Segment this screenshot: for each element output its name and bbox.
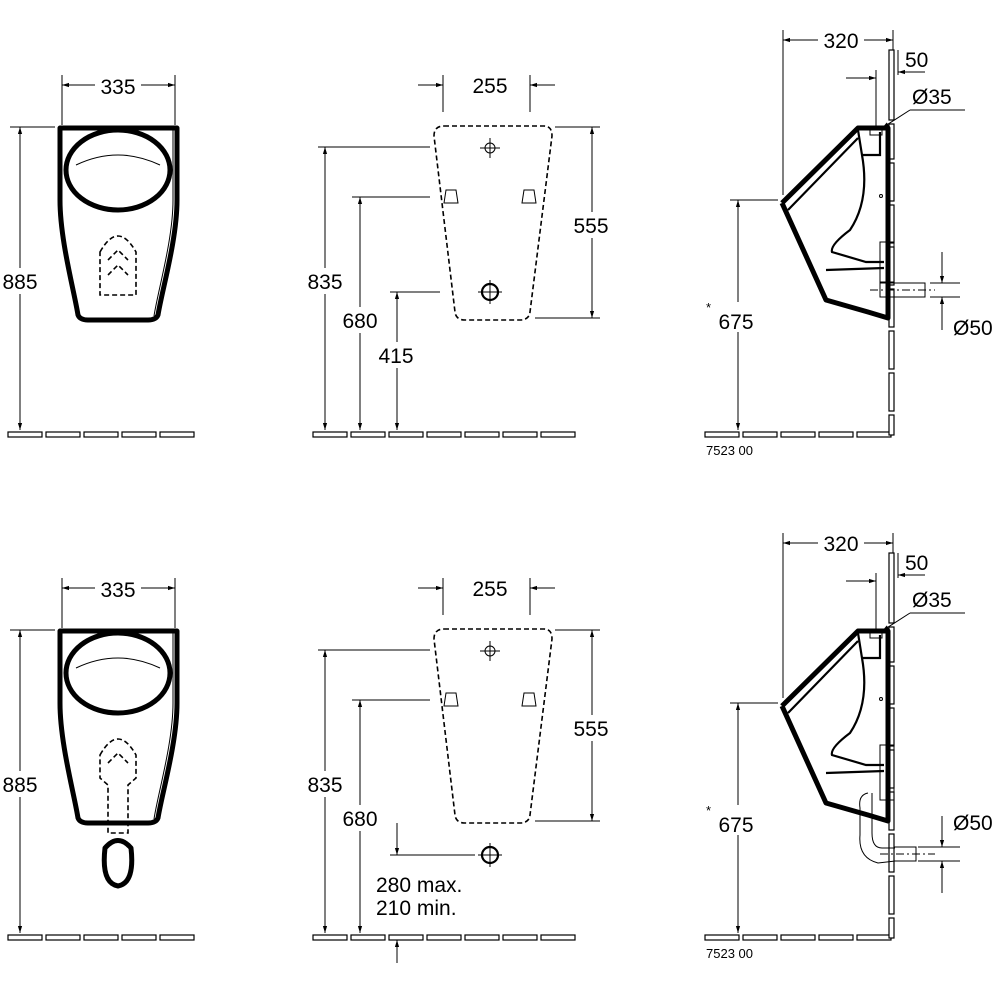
floor xyxy=(312,934,576,941)
width-label: 335 xyxy=(100,76,135,99)
height-680-label: 680 xyxy=(342,310,377,333)
mounting-template-view: 255 555 835 680 280 max. 210 min. xyxy=(304,578,614,963)
inlet-diameter-label: Ø35 xyxy=(912,86,952,109)
bottom-row: 335 885 255 555 835 680 280 max. 210 min… xyxy=(0,532,993,963)
floor xyxy=(7,431,195,438)
front-view: 335 885 xyxy=(0,74,195,438)
outlet-diameter-label: Ø50 xyxy=(953,317,993,340)
floor-and-wall xyxy=(704,49,895,438)
template-height-label: 555 xyxy=(573,718,608,741)
asterisk-note: * xyxy=(706,803,711,818)
template-height-label: 555 xyxy=(573,215,608,238)
floor xyxy=(7,934,195,941)
urinal-front-outline xyxy=(57,125,180,323)
outlet-hidden xyxy=(99,235,137,296)
height-680-label: 680 xyxy=(342,808,377,831)
height-label: 885 xyxy=(2,774,37,797)
rim-height-label: 675 xyxy=(718,311,753,334)
rim-height-label: 675 xyxy=(718,814,753,837)
side-view: 320 50 Ø35 * 675 Ø50 7523 00 xyxy=(704,29,993,458)
height-label: 885 xyxy=(2,271,37,294)
template-width-label: 255 xyxy=(472,75,507,98)
height-415-label: 415 xyxy=(378,345,413,368)
side-view: 320 50 Ø35 * 675 Ø50 7523 00 xyxy=(704,532,993,961)
urinal-bowl xyxy=(63,127,173,213)
mounting-template-view: 255 555 835 680 415 xyxy=(304,75,614,438)
article-code: 7523 00 xyxy=(706,443,753,458)
outlet-diameter-label: Ø50 xyxy=(953,812,993,835)
wall-offset-label: 50 xyxy=(905,49,928,72)
width-label: 335 xyxy=(100,579,135,602)
top-row: 335 885 255 555 835 680 415 xyxy=(0,29,993,458)
front-view: 335 885 xyxy=(0,577,195,941)
height-min-label: 210 min. xyxy=(376,897,457,920)
floor xyxy=(312,431,576,438)
floor-and-wall xyxy=(704,552,895,941)
template-width-label: 255 xyxy=(472,578,507,601)
height-835-label: 835 xyxy=(307,774,342,797)
template-outline xyxy=(433,125,553,321)
asterisk-note: * xyxy=(706,300,711,315)
wall-offset-label: 50 xyxy=(905,552,928,575)
siphon-pipe xyxy=(859,792,896,864)
height-max-label: 280 max. xyxy=(376,874,462,897)
depth-label: 320 xyxy=(823,533,858,556)
height-835-label: 835 xyxy=(307,271,342,294)
depth-label: 320 xyxy=(823,30,858,53)
inlet-diameter-label: Ø35 xyxy=(912,589,952,612)
siphon-trap xyxy=(101,838,135,889)
urinal-side-outline xyxy=(779,125,891,321)
article-code: 7523 00 xyxy=(706,946,753,961)
